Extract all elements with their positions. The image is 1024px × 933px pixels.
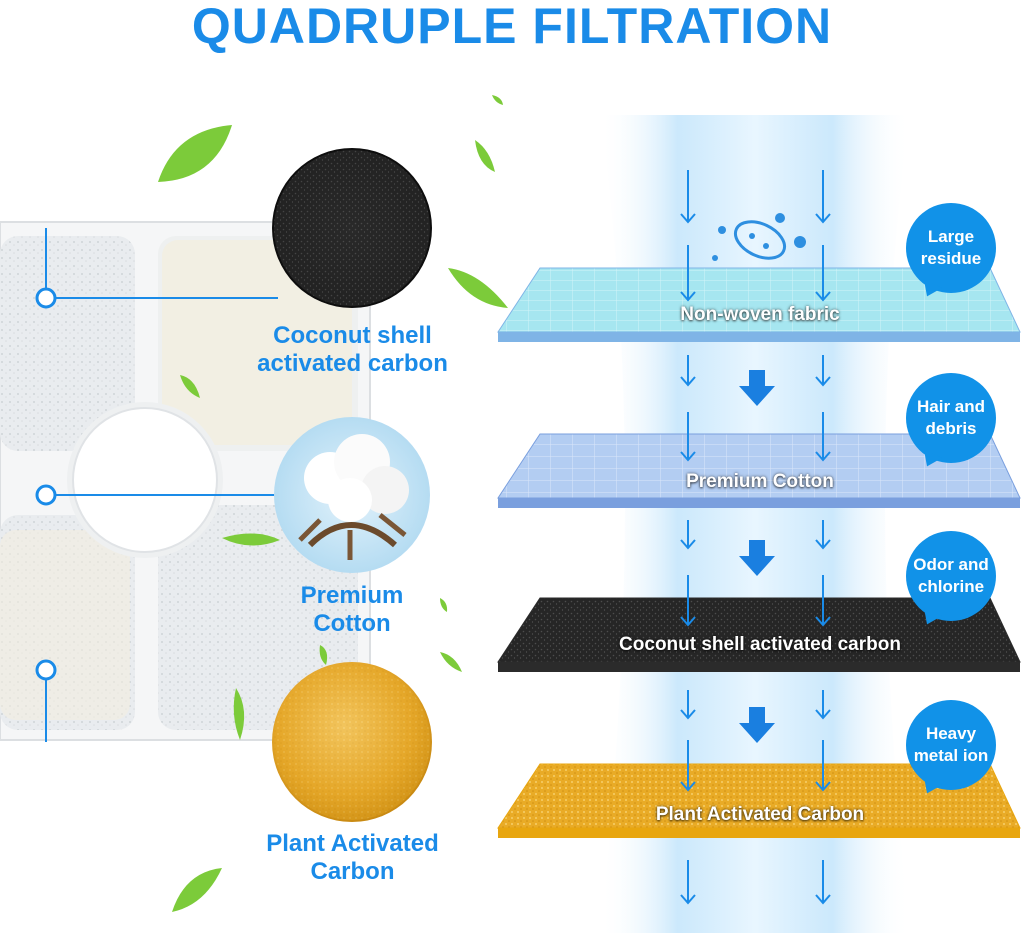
down-arrow-icon — [739, 540, 775, 576]
layer-coconut-carbon — [497, 597, 1021, 672]
pointer-dot-icon — [35, 287, 57, 309]
cotton-sample — [274, 417, 430, 573]
down-arrow-icon — [680, 412, 696, 462]
down-arrow-icon — [680, 245, 696, 302]
layer-name-carbon: Coconut shell activated carbon — [619, 634, 901, 655]
bacteria-icon — [712, 213, 806, 279]
layer-plant-carbon — [497, 763, 1021, 838]
down-arrow-icon — [815, 355, 831, 387]
down-arrow-icon — [739, 370, 775, 406]
page-title: QUADRUPLE FILTRATION — [191, 0, 833, 54]
material-label-coconut: Coconut shell activated carbon — [257, 322, 448, 377]
layer-name-nonwoven: Non-woven fabric — [680, 304, 840, 325]
layer-nonwoven-fabric — [497, 267, 1021, 342]
down-arrow-icon — [815, 245, 831, 302]
down-arrow-icon — [680, 355, 696, 387]
down-arrow-icon — [815, 690, 831, 720]
down-arrow-icon — [680, 860, 696, 905]
material-label-plant: Plant Activated Carbon — [266, 830, 439, 885]
pointer-dot-icon — [35, 659, 57, 681]
filter-layers — [497, 267, 1021, 838]
down-arrow-icon — [815, 740, 831, 792]
down-arrow-icon — [815, 860, 831, 905]
down-arrow-icon — [815, 412, 831, 462]
layer-name-plant: Plant Activated Carbon — [655, 804, 865, 825]
layer-premium-cotton — [497, 433, 1021, 508]
down-arrow-icon — [680, 740, 696, 792]
down-arrow-icon — [680, 690, 696, 720]
plant-carbon-sample — [272, 662, 432, 822]
down-arrow-icon — [815, 520, 831, 550]
layer-name-cotton: Premium Cotton — [686, 471, 834, 492]
down-arrow-icon — [815, 170, 831, 224]
leaf-icon — [158, 95, 508, 912]
down-arrow-icon — [739, 707, 775, 743]
down-arrow-icon — [680, 170, 696, 224]
filter-cartridge — [0, 221, 371, 741]
down-arrow-icon — [680, 520, 696, 550]
material-label-cotton: Premium Cotton — [300, 582, 404, 637]
down-arrow-icon — [815, 575, 831, 627]
coconut-carbon-sample — [272, 148, 432, 308]
down-arrow-icon — [680, 575, 696, 627]
flow-arrows — [680, 170, 831, 905]
pointer-dot-icon — [35, 484, 57, 506]
